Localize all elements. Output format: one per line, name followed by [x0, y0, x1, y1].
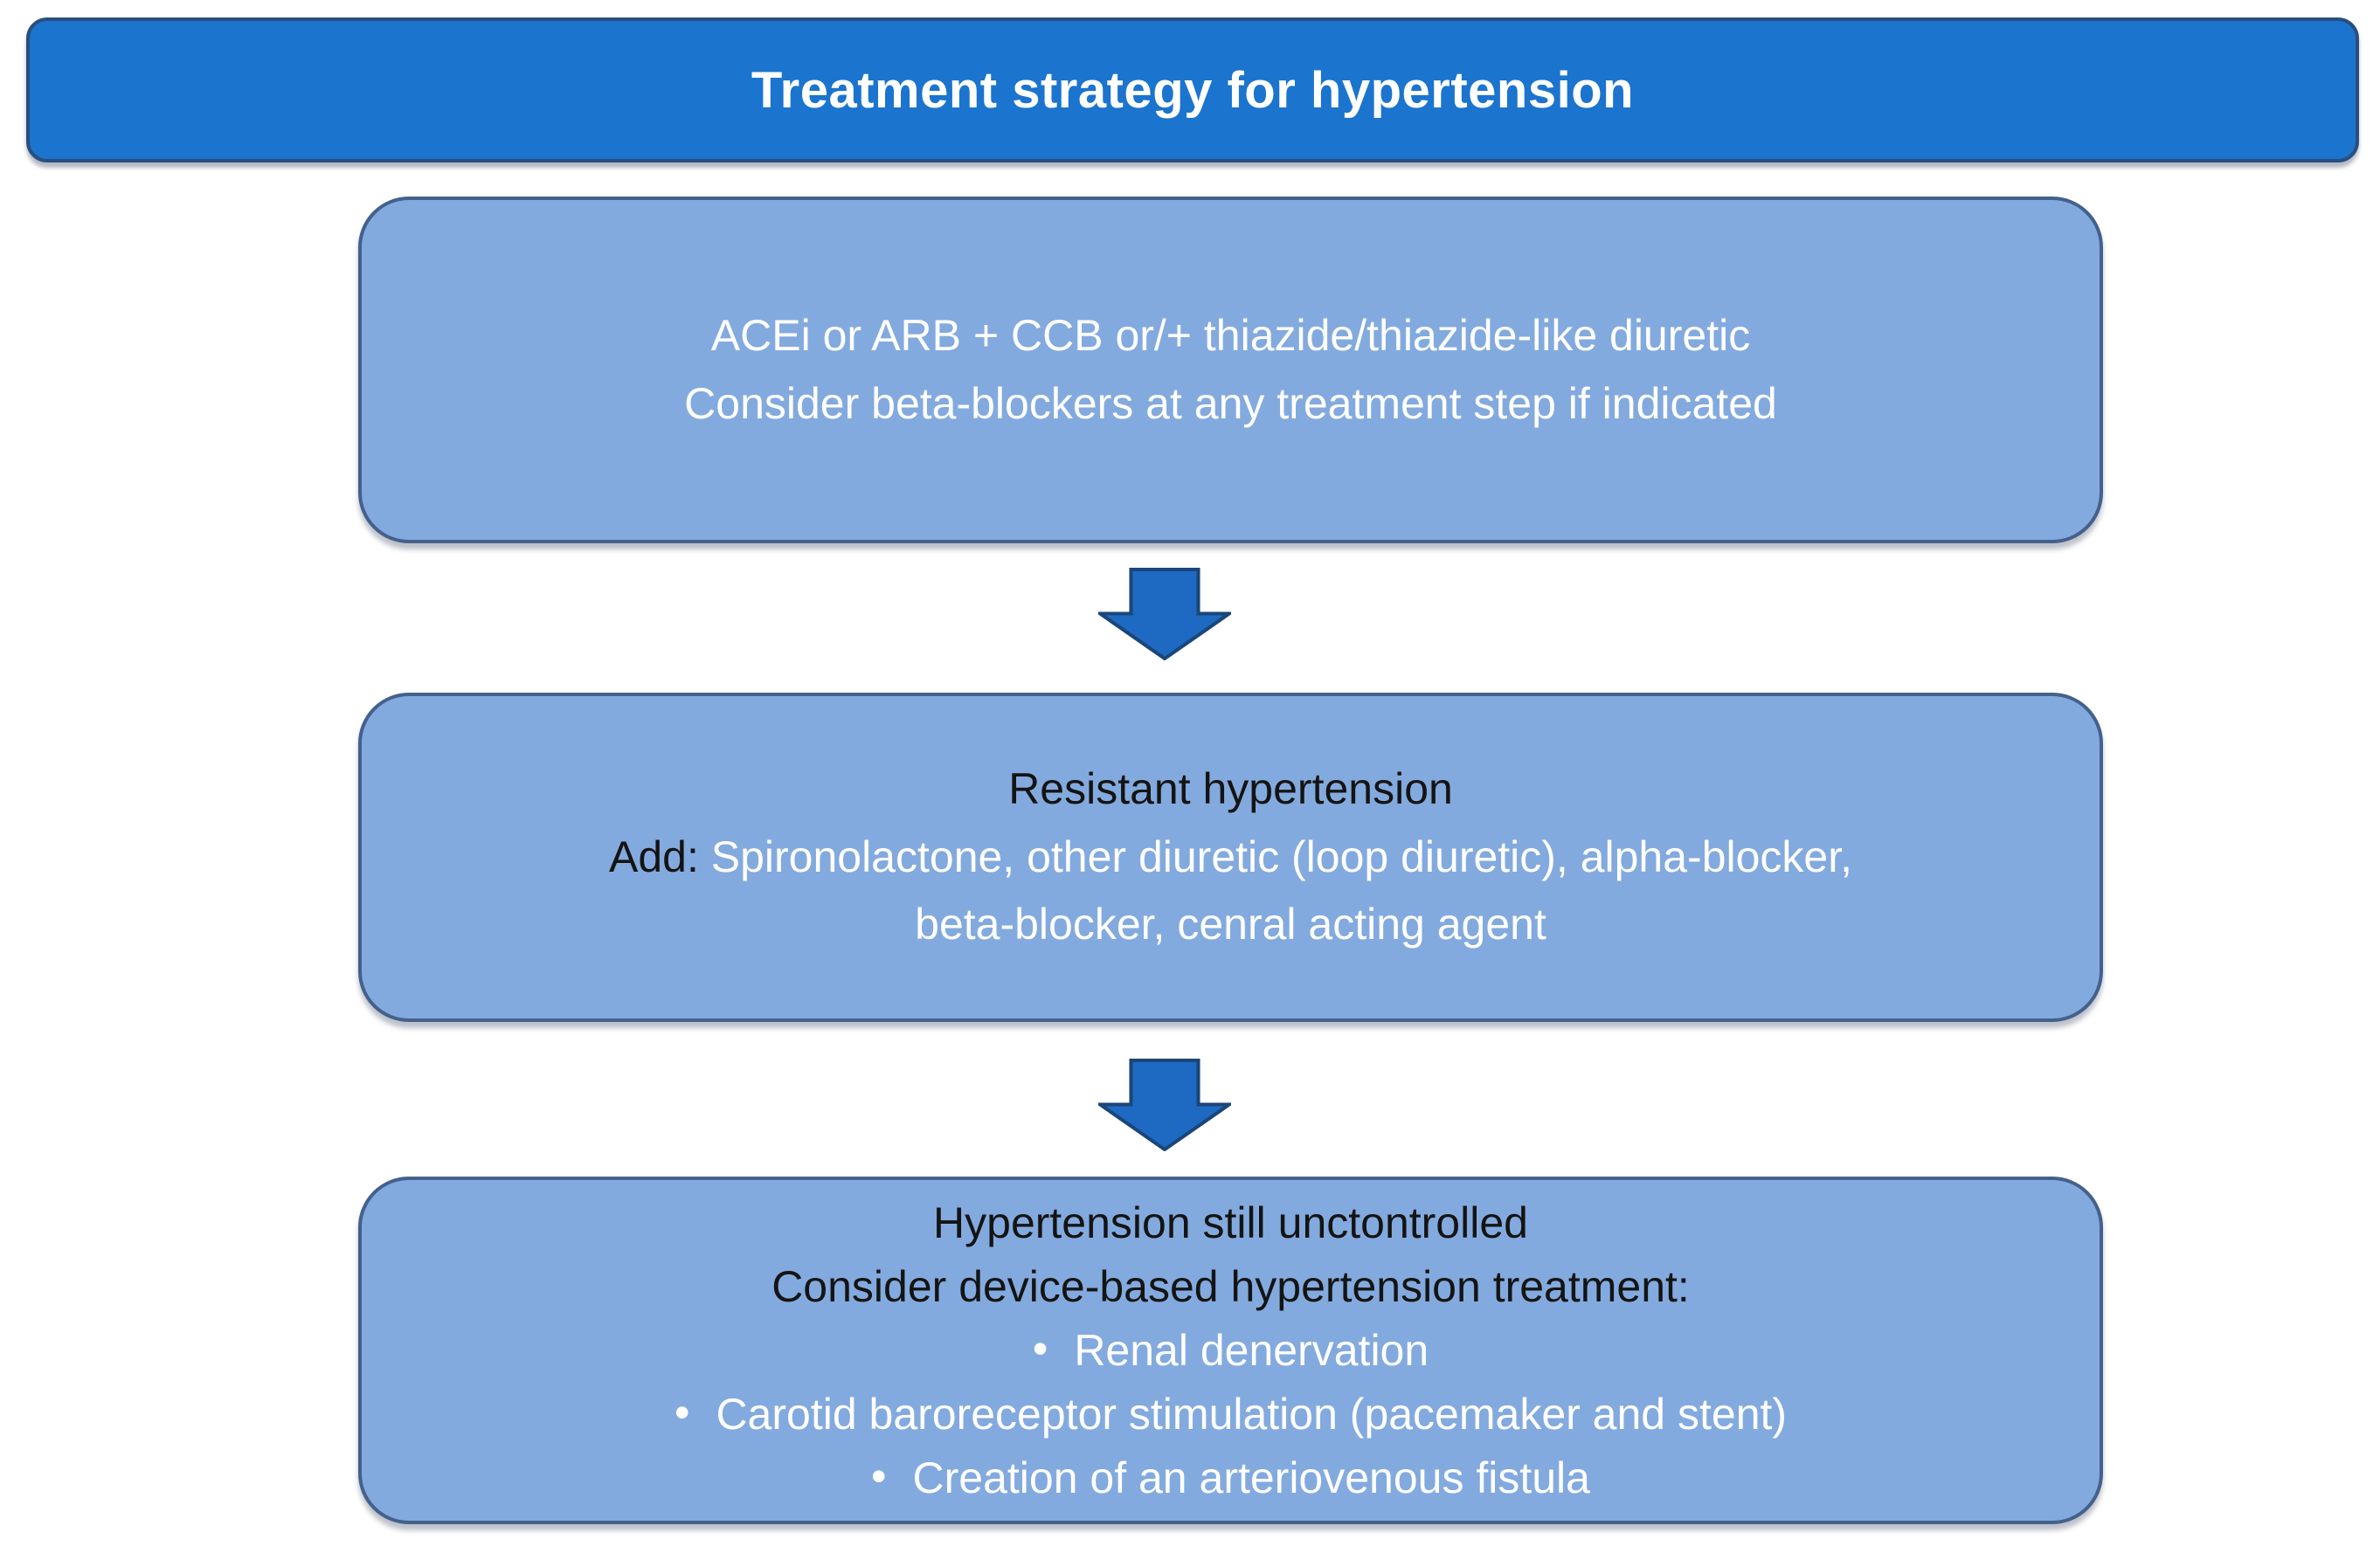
step2-add-line: Add: Spironolactone, other diuretic (loo… [609, 824, 1852, 892]
down-arrow-icon [1098, 1059, 1231, 1151]
figure-title-bar: Treatment strategy for hypertension [26, 17, 2359, 162]
step1-line-drug-combination: ACEi or ARB + CCB or/+ thiazide/thiazide… [710, 311, 1751, 360]
bullet-item-arteriovenous-fistula: • Creation of an arteriovenous fistula [871, 1446, 1590, 1510]
bullet-item-renal-denervation: • Renal denervation [1033, 1319, 1429, 1383]
step2-heading: Resistant hypertension [1008, 764, 1453, 814]
bullet-text: Creation of an arteriovenous fistula [912, 1453, 1590, 1502]
bullet-icon: • [674, 1387, 690, 1437]
step-box-initial-therapy: ACEi or ARB + CCB or/+ thiazide/thiazide… [358, 197, 2103, 543]
step1-line-beta-blockers: Consider beta-blockers at any treatment … [684, 378, 1777, 428]
step3-heading-uncontrolled: Hypertension still unctontrolled [933, 1198, 1528, 1247]
step2-add-items-part2: beta-blocker, cenral acting agent [915, 900, 1546, 949]
bullet-icon: • [1032, 1323, 1048, 1373]
step2-add-items-part1: Spironolactone, other diuretic (loop diu… [698, 832, 1853, 881]
bullet-item-carotid-baroreceptor: • Carotid baroreceptor stimulation (pacem… [675, 1383, 1787, 1446]
step-box-resistant-hypertension: Resistant hypertension Add: Spironolacto… [358, 693, 2103, 1022]
figure-title: Treatment strategy for hypertension [751, 61, 1635, 119]
step3-heading-device-based: Consider device-based hypertension treat… [771, 1261, 1690, 1311]
bullet-icon: • [871, 1451, 887, 1501]
step-box-device-treatment: Hypertension still unctontrolled Conside… [358, 1177, 2103, 1524]
down-arrow-icon [1098, 568, 1231, 660]
bullet-text: Renal denervation [1074, 1325, 1429, 1375]
step2-add-label: Add: [608, 832, 699, 881]
bullet-text: Carotid baroreceptor stimulation (pacema… [716, 1389, 1788, 1439]
